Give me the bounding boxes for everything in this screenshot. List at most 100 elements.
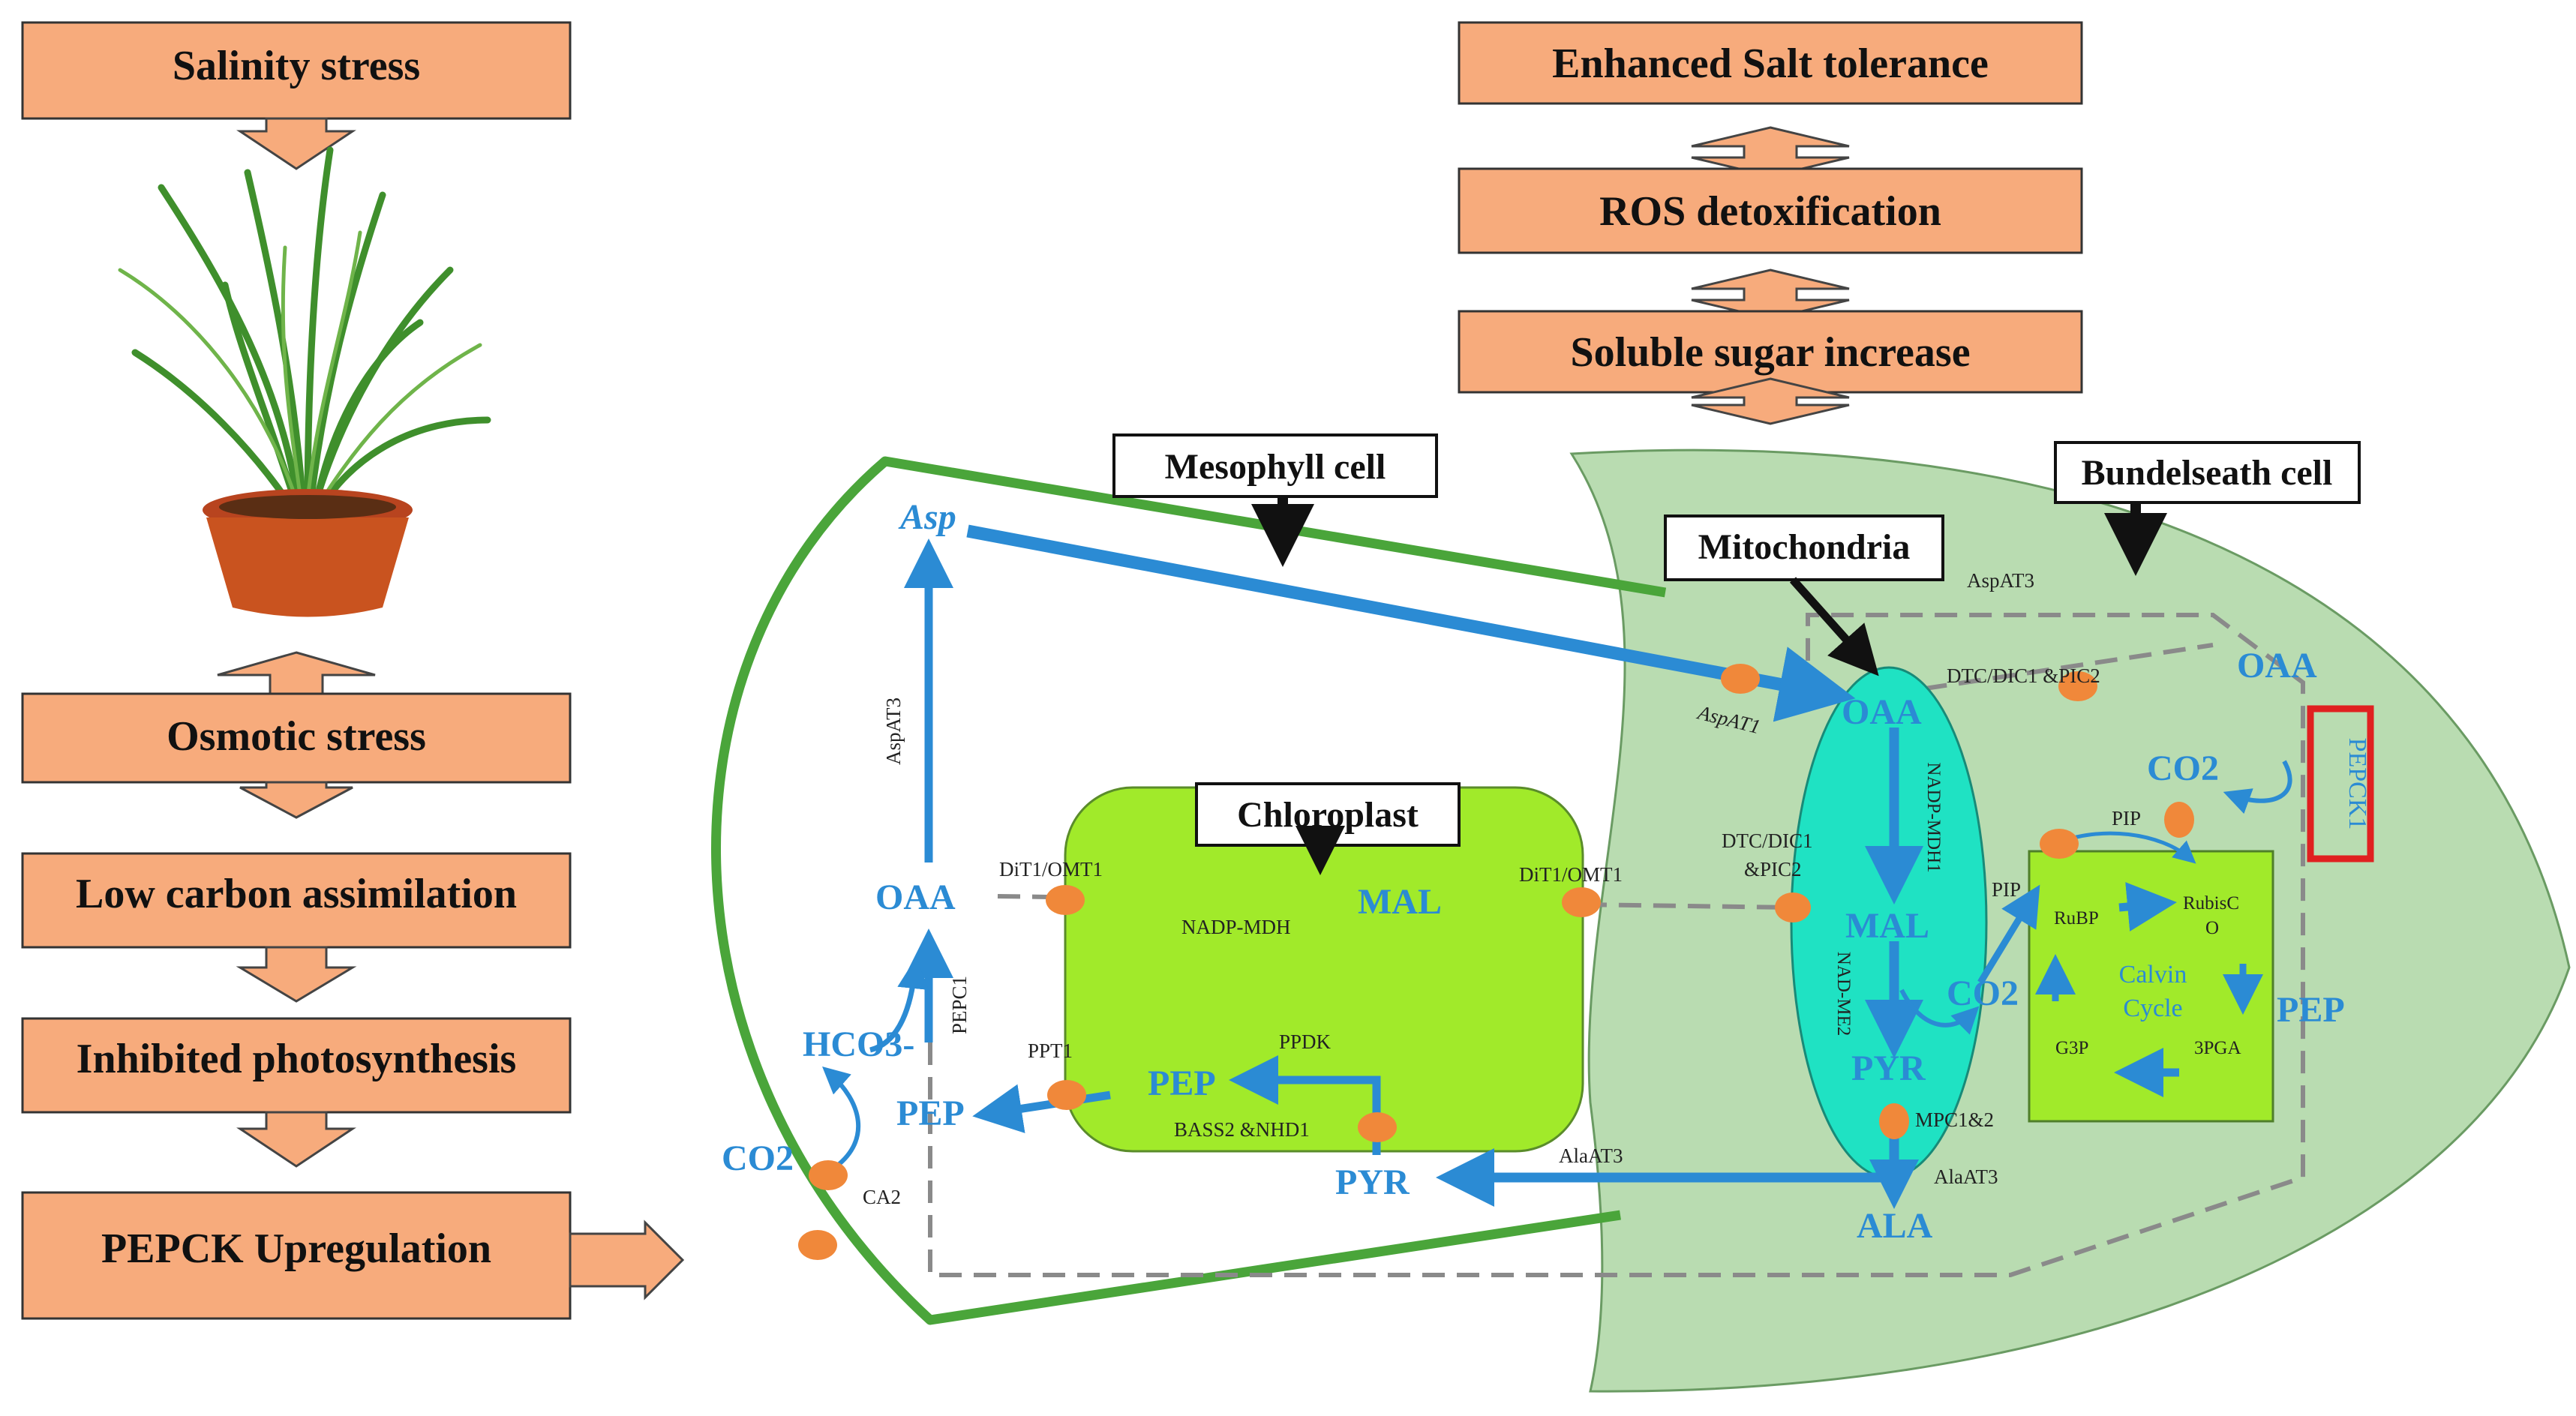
- down-arrow-3: [236, 946, 357, 1003]
- transporter-dit1-left: [1046, 885, 1085, 915]
- alaat3-bot-label: AlaAT3: [1934, 1166, 1998, 1188]
- nadp-mdh-label: NADP-MDH: [1181, 916, 1291, 938]
- salinity-stress-box: [21, 21, 572, 120]
- co2-mitochondria: CO2: [1947, 974, 2019, 1013]
- pyr-mesophyll: PYR: [1335, 1162, 1410, 1202]
- rubisco-label-2: O: [2205, 918, 2219, 938]
- salinity-stress-label: Salinity stress: [173, 43, 420, 89]
- mitochondria-label-box: [1664, 514, 1944, 581]
- aspat3-bundlesheath: AspAT3: [1967, 569, 2034, 592]
- pep-bundlesheath: PEP: [2277, 990, 2345, 1030]
- hco3-curve-arrow: [869, 957, 929, 1053]
- dtc-top-label: DTC/DIC1 &PIC2: [1947, 664, 2100, 687]
- low-carbon-box: [21, 852, 572, 949]
- mpc-label: MPC1&2: [1915, 1108, 1994, 1131]
- co2-bundlesheath: CO2: [2147, 748, 2219, 788]
- transporter-bass2: [1358, 1112, 1397, 1142]
- pip-label-1: PIP: [1992, 878, 2021, 901]
- pyr-mitochondria: PYR: [1851, 1048, 1926, 1088]
- osmotic-stress-label: Osmotic stress: [167, 713, 426, 760]
- pip-label-2: PIP: [2112, 807, 2141, 830]
- transporter-aspat1: [1721, 664, 1760, 694]
- asp-to-oaa-arrow: [966, 524, 1856, 722]
- pep-mesophyll: PEP: [896, 1094, 965, 1133]
- salt-tolerance-label: Enhanced Salt tolerance: [1552, 40, 1989, 87]
- soluble-sugar-label: Soluble sugar increase: [1570, 329, 1970, 376]
- oaa-mesophyll: OAA: [875, 878, 956, 917]
- pepck1-box: [2307, 705, 2374, 862]
- mal-mitochondria: MAL: [1845, 906, 1929, 946]
- aspat3-mesophyll: AspAT3: [882, 698, 905, 765]
- pepck-upregulation-label: PEPCK Upregulation: [101, 1226, 491, 1272]
- hco3-metabolite: HCO3-: [803, 1024, 914, 1064]
- mesophyll-label: Mesophyll cell: [1165, 447, 1386, 487]
- transporter-ca2: [798, 1230, 837, 1260]
- bass2-label: BASS2 &NHD1: [1174, 1118, 1310, 1141]
- transporter-dit1-right: [1562, 887, 1601, 917]
- pot-body: [206, 518, 409, 617]
- rubisco-label-1: RubisC: [2183, 893, 2239, 914]
- pepck-curve-arrow: [2223, 760, 2292, 814]
- co2-to-hco3-arrow: [822, 1066, 861, 1168]
- oaa-bundlesheath: OAA: [2237, 646, 2317, 686]
- rice-plant-illustration: [118, 146, 491, 617]
- ros-box: [1458, 167, 2083, 254]
- mal-to-co2-mito-arrow: [1899, 988, 1980, 1035]
- bundlesheath-label-box: [2054, 441, 2361, 504]
- down-arrow-4: [236, 1111, 356, 1168]
- calvin-title-2: Cycle: [2123, 994, 2182, 1022]
- chloroplast-label: Chloroplast: [1237, 795, 1419, 835]
- ppt1-label: PPT1: [1028, 1040, 1073, 1062]
- pepc1-label: PEPC1: [948, 976, 971, 1034]
- left-stress-flow: Salinity stress: [21, 21, 685, 1320]
- pepck-upregulation-box: [21, 1191, 572, 1320]
- osmotic-stress-box: [21, 692, 572, 784]
- dashed-pathway-loop: [928, 613, 2305, 1277]
- transporter-dtc-mid: [1775, 892, 1811, 922]
- alaat3-top-label: AlaAT3: [1559, 1144, 1623, 1167]
- salt-tolerance-box: [1458, 21, 2083, 105]
- calvin-title-1: Calvin: [2119, 961, 2187, 988]
- transporter-dtc-top: [2058, 671, 2097, 701]
- dtc-mid-label-1: DTC/DIC1: [1722, 830, 1813, 852]
- pep-chloroplast: PEP: [1148, 1064, 1216, 1103]
- transporter-ppt1: [1047, 1080, 1086, 1110]
- rubp-label: RuBP: [2054, 908, 2099, 928]
- low-carbon-label: Low carbon assimilation: [76, 871, 517, 917]
- pep-export-arrow: [972, 1084, 1111, 1133]
- pepck1-label: PEPCK1: [2343, 738, 2371, 830]
- asp-metabolite: Asp: [898, 497, 956, 537]
- top-response-flow: Enhanced Salt tolerance ROS detoxificati…: [1458, 21, 2083, 425]
- transporter-mpc: [1879, 1103, 1909, 1139]
- ala-metabolite: ALA: [1857, 1206, 1933, 1246]
- 3pga-label: 3PGA: [2194, 1038, 2241, 1058]
- oaa-mitochondria: OAA: [1842, 692, 1922, 732]
- dit1-left-label: DiT1/OMT1: [999, 858, 1103, 880]
- mesophyll-cell-outline: [711, 456, 1667, 1325]
- down-arrow-1: [236, 117, 356, 170]
- right-arrow-pepck: [569, 1220, 685, 1300]
- dtc-mid-label-2: &PIC2: [1744, 858, 1802, 880]
- transporter-pip-2: [2164, 802, 2194, 838]
- mal-chloroplast: MAL: [1358, 882, 1442, 922]
- nadp-mdh1-label: NADP-MDH1: [1923, 762, 1944, 872]
- ppdk-label: PPDK: [1279, 1030, 1332, 1053]
- double-arrow-top-3: [1691, 377, 1850, 425]
- mesophyll-label-box: [1112, 434, 1438, 498]
- mitochondria-pointer: [1789, 577, 1879, 676]
- dashed-oaa-link: [1890, 643, 2214, 696]
- dit1-right-label: DiT1/OMT1: [1519, 863, 1623, 886]
- down-arrow-2: [239, 781, 353, 819]
- co2-to-calvin-arrow: [1977, 884, 2040, 985]
- transporter-co2-meso: [809, 1160, 848, 1190]
- g3p-label: G3P: [2055, 1038, 2088, 1058]
- co2-mesophyll: CO2: [722, 1138, 794, 1178]
- ca2-label: CA2: [863, 1186, 901, 1208]
- rubp-to-rubisco-arrow: [2118, 882, 2177, 932]
- transporter-pip-1: [2040, 829, 2079, 859]
- ros-label: ROS detoxification: [1599, 188, 1941, 235]
- nad-me2-label: NAD-ME2: [1833, 952, 1854, 1036]
- mitochondria-label: Mitochondria: [1698, 527, 1911, 567]
- inhibited-photosynthesis-label: Inhibited photosynthesis: [77, 1036, 517, 1082]
